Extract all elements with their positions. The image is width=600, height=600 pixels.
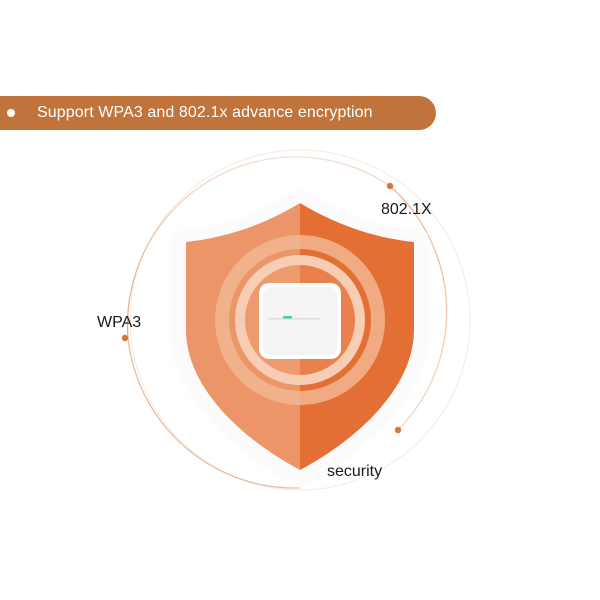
orbit-dot-wpa3: [121, 334, 129, 342]
access-point-device-icon: [259, 283, 341, 359]
orbit-arc-upper: [126, 156, 391, 339]
orbit-dot-8021x: [386, 182, 394, 190]
device-face: [263, 287, 337, 355]
banner-text: Support WPA3 and 802.1x advance encrypti…: [37, 104, 373, 121]
orbit-arc-right: [389, 185, 448, 431]
ring-inner: [235, 255, 365, 385]
background-circle: [129, 149, 471, 491]
label-security: security: [327, 463, 383, 480]
feature-banner: Support WPA3 and 802.1x advance encrypti…: [0, 96, 436, 130]
device-seam: [268, 318, 320, 320]
ring-outer: [215, 235, 385, 405]
device-led: [283, 316, 292, 319]
label-wpa3: WPA3: [97, 314, 142, 331]
label-8021x: 802.1X: [381, 201, 432, 218]
orbit-dot-security: [394, 426, 402, 434]
orbit-arc-lower-left: [127, 337, 301, 489]
bullet-dot-icon: [7, 109, 15, 117]
